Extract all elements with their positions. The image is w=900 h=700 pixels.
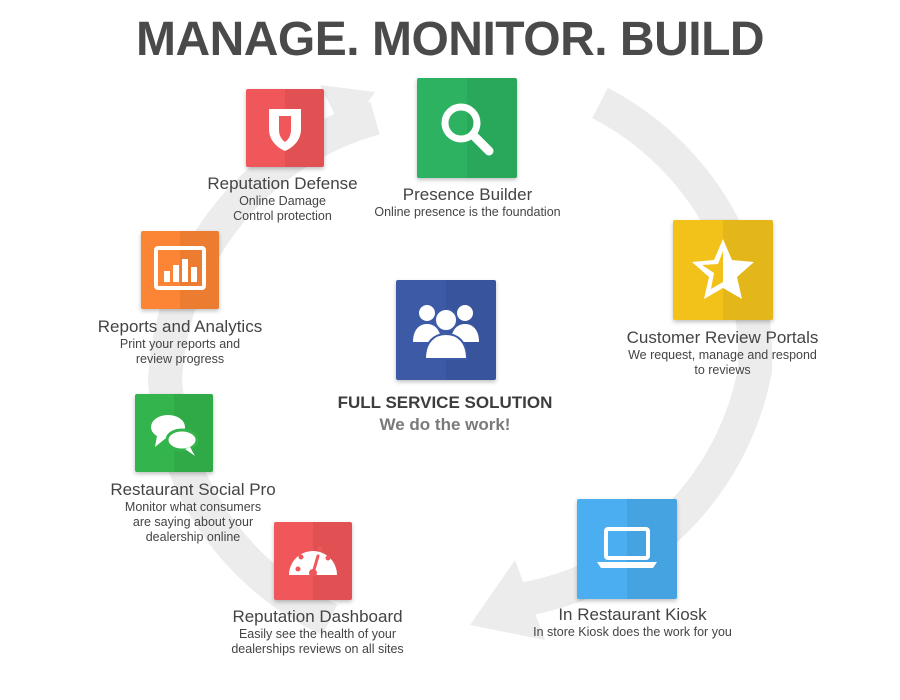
reputation-dashboard-desc-1: Easily see the health of your [238, 627, 397, 641]
magnifier-icon [441, 103, 494, 156]
reports-analytics-tile [141, 231, 219, 309]
restaurant-social-pro-desc-2: are saying about your [132, 515, 254, 529]
full-service-tile [396, 280, 496, 380]
reports-analytics-label: Reports and Analytics Print your reports… [85, 317, 275, 367]
bar-chart-icon [154, 246, 206, 290]
reports-analytics-desc-2: review progress [135, 352, 225, 366]
page-title: MANAGE. MONITOR. BUILD [135, 13, 765, 66]
reports-analytics-title: Reports and Analytics [97, 317, 263, 336]
restaurant-social-pro-label: Restaurant Social Pro Monitor what consu… [98, 480, 288, 545]
reputation-dashboard-label: Reputation Dashboard Easily see the heal… [210, 607, 425, 657]
reputation-defense-tile [246, 89, 324, 167]
in-restaurant-kiosk-title: In Restaurant Kiosk [558, 605, 707, 624]
full-service-label: FULL SERVICE SOLUTION We do the work! [300, 393, 590, 435]
customer-review-portals-title: Customer Review Portals [626, 328, 819, 347]
reputation-dashboard-title: Reputation Dashboard [232, 607, 403, 626]
chat-bubbles-icon [151, 415, 199, 456]
full-service-subtitle: We do the work! [379, 415, 511, 434]
reports-analytics-desc-1: Print your reports and [119, 337, 241, 351]
reputation-dashboard-desc-2: dealerships reviews on all sites [231, 642, 404, 656]
presence-builder-tile [417, 78, 517, 178]
laptop-icon [597, 527, 657, 568]
restaurant-social-pro-title: Restaurant Social Pro [110, 480, 276, 499]
in-restaurant-kiosk-tile [577, 499, 677, 599]
restaurant-social-pro-desc-1: Monitor what consumers [124, 500, 262, 514]
restaurant-social-pro-desc-3: dealership online [145, 530, 241, 544]
shield-icon [269, 109, 301, 151]
reputation-defense-title: Reputation Defense [207, 174, 358, 193]
gauge-icon [289, 546, 337, 577]
presence-builder-desc-1: Online presence is the foundation [374, 205, 561, 219]
customer-review-portals-desc-1: We request, manage and respond [628, 348, 817, 362]
reputation-defense-desc-1: Online Damage [239, 194, 326, 208]
customer-review-portals-desc-2: to reviews [694, 363, 751, 377]
star-icon [692, 239, 754, 299]
presence-builder-label: Presence Builder Online presence is the … [360, 185, 575, 220]
reputation-dashboard-tile [274, 522, 352, 600]
reputation-defense-desc-2: Control protection [233, 209, 332, 223]
users-group-icon [413, 305, 479, 360]
in-restaurant-kiosk-label: In Restaurant Kiosk In store Kiosk does … [520, 605, 745, 640]
customer-review-portals-label: Customer Review Portals We request, mana… [615, 328, 830, 378]
in-restaurant-kiosk-desc-1: In store Kiosk does the work for you [533, 625, 732, 639]
restaurant-social-pro-tile [135, 394, 213, 472]
reputation-defense-label: Reputation Defense Online Damage Control… [190, 174, 375, 224]
customer-review-portals-tile [673, 220, 773, 320]
presence-builder-title: Presence Builder [402, 185, 533, 204]
full-service-title: FULL SERVICE SOLUTION [337, 393, 553, 412]
